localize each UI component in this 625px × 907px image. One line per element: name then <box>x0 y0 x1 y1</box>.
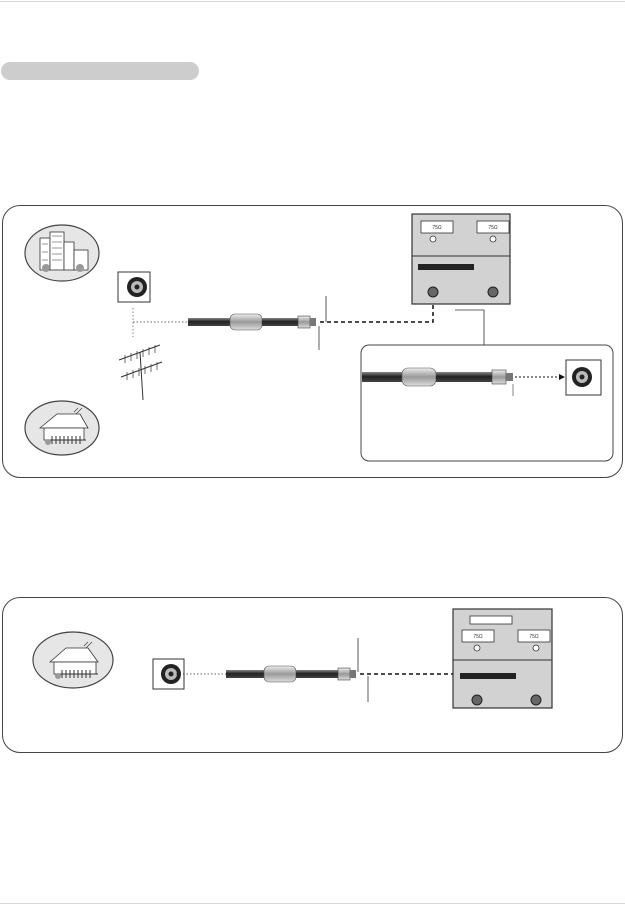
top-rule <box>0 1 625 2</box>
connection-panel-antenna <box>2 205 623 478</box>
bottom-rule <box>0 903 625 904</box>
connection-panel-cable <box>2 597 623 753</box>
section-heading-bar <box>1 62 199 80</box>
